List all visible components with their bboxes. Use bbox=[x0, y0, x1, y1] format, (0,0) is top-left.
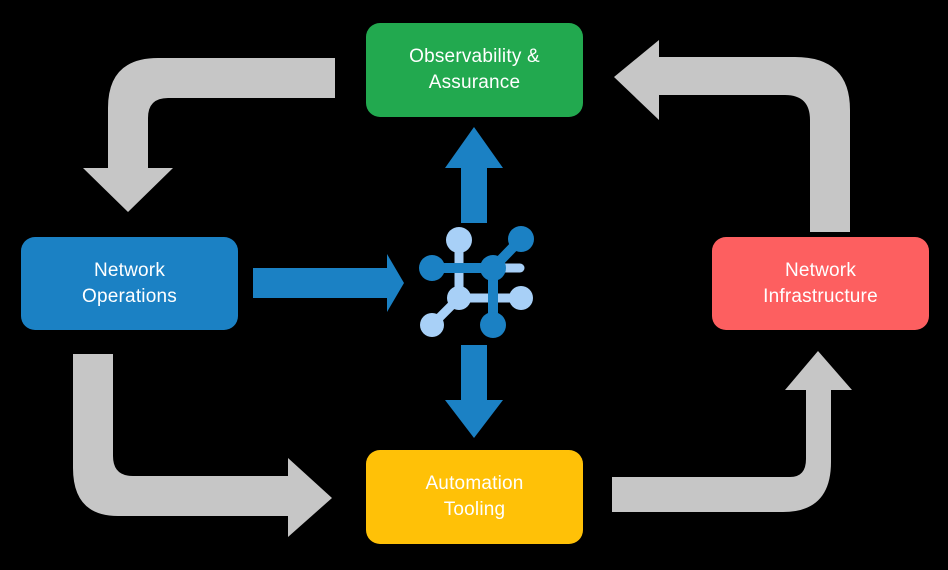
arrow-automation-tooling-to-network-infrastructure bbox=[612, 351, 852, 512]
arrow-network-operations-to-automation-tooling bbox=[73, 354, 332, 537]
node-observability-assurance[interactable]: Observability & Assurance bbox=[366, 23, 583, 117]
node-network-operations-label: Network Operations bbox=[82, 259, 177, 307]
arrow-observability-to-network-operations bbox=[83, 58, 335, 212]
arrow-center-to-automation-tooling bbox=[445, 345, 503, 438]
node-observability-assurance-label: Observability & Assurance bbox=[409, 46, 540, 93]
node-automation-tooling-label: Automation Tooling bbox=[425, 473, 524, 520]
arrow-network-operations-to-center bbox=[253, 254, 404, 312]
network-topology-icon bbox=[419, 226, 534, 338]
node-network-infrastructure-label: Network Infrastructure bbox=[763, 259, 878, 307]
node-automation-tooling[interactable]: Automation Tooling bbox=[366, 450, 583, 544]
node-network-operations[interactable]: Network Operations bbox=[21, 237, 238, 330]
arrow-center-to-observability bbox=[445, 127, 503, 223]
node-network-infrastructure[interactable]: Network Infrastructure bbox=[712, 237, 929, 330]
arrow-network-infrastructure-to-observability bbox=[614, 40, 850, 232]
